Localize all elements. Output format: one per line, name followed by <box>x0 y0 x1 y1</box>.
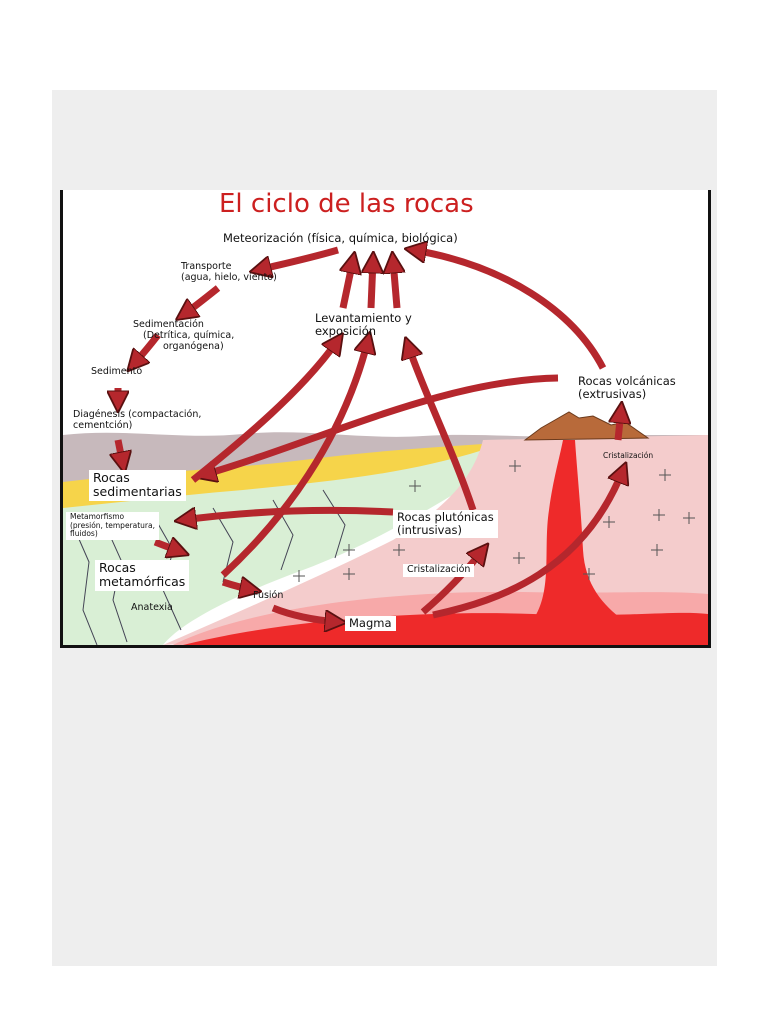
label-cristalizacion-plutonica: Cristalización <box>403 564 475 577</box>
label-rocas-sedimentarias: Rocas sedimentarias <box>89 470 186 501</box>
label-sedimentacion: Sedimentación (Detrítica, química, organ… <box>133 319 235 352</box>
arrow-metamorficas-fusion <box>221 582 253 590</box>
rock-cycle-diagram: El ciclo de las rocas Meteorización (fís… <box>60 189 711 648</box>
label-magma: Magma <box>345 616 396 632</box>
arrow-levantamiento-meteorizacion-1 <box>343 260 353 309</box>
label-metamorfismo: Metamorfismo (presión, temperatura, flui… <box>66 512 159 540</box>
label-rocas-volcanicas: Rocas volcánicas (extrusivas) <box>578 374 676 402</box>
volcano-cone <box>523 411 650 441</box>
label-diagenesis: Diagénesis (compactación, cementción) <box>73 409 202 431</box>
magma-chamber <box>533 440 623 620</box>
arrow-meteorizacion-transporte <box>258 246 339 270</box>
label-rocas-metamorficas: Rocas metamórficas <box>95 560 190 591</box>
label-transporte: Transporte (agua, hielo, viento) <box>181 261 277 283</box>
label-fusion: Fusión <box>253 590 284 601</box>
arrow-magma-cristalizacion <box>420 550 483 615</box>
diagram-title: El ciclo de las rocas <box>219 189 474 219</box>
arrow-fusion-magma <box>271 604 338 622</box>
label-levantamiento: Levantamiento y exposición <box>315 311 412 339</box>
arrow-levantamiento-meteorizacion-3 <box>393 260 397 309</box>
arrow-metamorfismo-metamorficas <box>153 542 181 552</box>
arrow-volcanicas-meteorizacion <box>413 250 607 370</box>
pluton-markers <box>293 460 695 582</box>
arrow-diagenesis-sedimentarias <box>118 439 123 465</box>
arrow-magma-cristalizacion-volcanica <box>432 470 623 619</box>
arrow-sedimentacion-sedimento <box>133 332 161 365</box>
arrow-plutonicas-metamorfismo <box>183 506 394 520</box>
label-anatexia: Anatexia <box>131 602 173 613</box>
label-sedimento: Sedimento <box>91 366 143 377</box>
cycle-arrows <box>118 250 623 622</box>
arrow-sedimentarias-levantamiento <box>190 340 338 483</box>
label-cristalizacion-volcanica: Cristalización <box>603 451 654 460</box>
arrow-metamorficas-levantamiento <box>220 340 368 578</box>
arrow-volcanicas-levantamiento <box>203 374 559 475</box>
arrow-transporte-sedimentacion <box>183 285 221 315</box>
label-meteorizacion: Meteorización (física, química, biológic… <box>223 231 458 245</box>
arrow-cristalizacion-volcanicas <box>618 410 621 441</box>
arrow-plutonicas-levantamiento <box>408 345 477 512</box>
label-rocas-plutonicas: Rocas plutónicas (intrusivas) <box>393 510 498 539</box>
arrow-levantamiento-meteorizacion-2 <box>371 260 373 309</box>
magma-layer <box>183 612 708 645</box>
